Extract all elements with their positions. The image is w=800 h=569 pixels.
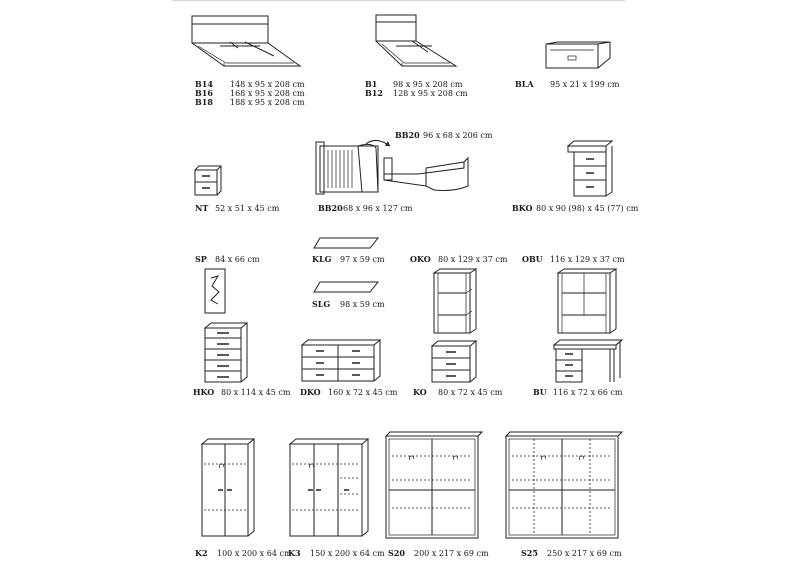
dim-bu: 116 x 72 x 66 cm [553, 388, 623, 397]
code-klg: KLG [312, 254, 332, 264]
wardrobe-icon [200, 438, 256, 538]
picture-icon [204, 268, 226, 314]
code-b1: B1 [365, 79, 378, 89]
code-b14: B14 [195, 79, 213, 89]
shelf-board-klg-icon [312, 236, 380, 250]
dim-b16: 168 x 95 x 208 cm [230, 89, 305, 98]
code-sp: SP [195, 254, 207, 264]
label-b18: B18 188 x 95 x 208 cm [195, 97, 305, 108]
dim-s25: 250 x 217 x 69 cm [547, 549, 622, 558]
dim-ko: 80 x 72 x 45 cm [438, 388, 503, 397]
dim-sp: 84 x 66 cm [215, 255, 260, 264]
code-nt: NT [195, 203, 209, 213]
chest-small-icon [430, 340, 478, 384]
bed-large-icon [190, 8, 302, 68]
dim-b14: 148 x 95 x 208 cm [230, 80, 305, 89]
dim-b1: 98 x 95 x 208 cm [393, 80, 463, 89]
label-dko: DKO 160 x 72 x 45 cm [300, 387, 398, 398]
code-bko: BKO [512, 203, 533, 213]
label-s25: S25 250 x 217 x 69 cm [521, 548, 622, 559]
label-k3: K3 150 x 200 x 64 cm [288, 548, 385, 559]
label-bla: BLA 95 x 21 x 199 cm [515, 79, 620, 90]
label-hko: HKO 80 x 114 x 45 cm [193, 387, 291, 398]
label-s20: S20 200 x 217 x 69 cm [388, 548, 489, 559]
dim-oko: 80 x 129 x 37 cm [438, 255, 508, 264]
code-bla: BLA [515, 79, 534, 89]
dim-bla: 95 x 21 x 199 cm [550, 80, 620, 89]
sliding-wardrobe-icon [384, 430, 484, 540]
code-k3: K3 [288, 548, 301, 558]
code-b12: B12 [365, 88, 383, 98]
wardrobe-3door-icon [288, 438, 370, 538]
changing-dresser-icon [566, 140, 614, 198]
code-slg: SLG [312, 299, 331, 309]
code-k2: K2 [195, 548, 208, 558]
label-obu: OBU 116 x 129 x 37 cm [522, 254, 625, 265]
top-divider [172, 0, 625, 1]
bed-drawer-icon [540, 40, 612, 72]
open-shelf-wide-icon [556, 267, 618, 335]
label-ko: KO 80 x 72 x 45 cm [413, 387, 503, 398]
label-bu: BU 116 x 72 x 66 cm [533, 387, 623, 398]
desk-icon [552, 338, 624, 384]
dim-dko: 160 x 72 x 45 cm [328, 388, 398, 397]
code-dko: DKO [300, 387, 321, 397]
dim-s20: 200 x 217 x 69 cm [414, 549, 489, 558]
label-bb20: BB2068 x 96 x 127 cm [318, 203, 413, 214]
code-b18: B18 [195, 97, 213, 107]
label-slg: SLG 98 x 59 cm [312, 299, 385, 310]
code-hko: HKO [193, 387, 215, 397]
label-b14: B14 148 x 95 x 208 cm [195, 79, 305, 90]
code-b16: B16 [195, 88, 213, 98]
shelf-board-slg-icon [312, 280, 380, 294]
dim-bb20: 68 x 96 x 127 cm [343, 204, 413, 213]
chest-icon [203, 322, 249, 384]
code-s25: S25 [521, 548, 538, 558]
label-k2: K2 100 x 200 x 64 cm [195, 548, 292, 559]
sliding-wardrobe-wide-icon [504, 430, 624, 540]
dim-k3: 150 x 200 x 64 cm [310, 549, 385, 558]
dim-bko: 80 x 90 (98) x 45 (77) cm [536, 204, 639, 213]
code-bb20-top: BB20 [395, 130, 420, 140]
dim-hko: 80 x 114 x 45 cm [221, 388, 291, 397]
label-b1: B1 98 x 95 x 208 cm [365, 79, 463, 90]
dim-nt: 52 x 51 x 45 cm [215, 204, 280, 213]
open-shelf-icon [432, 267, 478, 335]
dim-klg: 97 x 59 cm [340, 255, 385, 264]
label-b12: B12 128 x 95 x 208 cm [365, 88, 468, 99]
dim-slg: 98 x 59 cm [340, 300, 385, 309]
label-klg: KLG 97 x 59 cm [312, 254, 385, 265]
code-ko: KO [413, 387, 427, 397]
label-nt: NT 52 x 51 x 45 cm [195, 203, 280, 214]
dim-b18: 188 x 95 x 208 cm [230, 98, 305, 107]
code-bu: BU [533, 387, 547, 397]
dim-k2: 100 x 200 x 64 cm [217, 549, 292, 558]
nightstand-icon [193, 165, 223, 197]
code-bb20: BB20 [318, 203, 343, 213]
dim-b12: 128 x 95 x 208 cm [393, 89, 468, 98]
label-oko: OKO 80 x 129 x 37 cm [410, 254, 508, 265]
code-oko: OKO [410, 254, 431, 264]
cot-icon [314, 138, 472, 198]
dim-obu: 116 x 129 x 37 cm [550, 255, 625, 264]
label-b16: B16 168 x 95 x 208 cm [195, 88, 305, 99]
code-obu: OBU [522, 254, 543, 264]
code-s20: S20 [388, 548, 405, 558]
label-sp: SP 84 x 66 cm [195, 254, 260, 265]
dim-bb20-top: 96 x 68 x 206 cm [423, 131, 493, 140]
bed-single-icon [372, 10, 458, 68]
dresser-icon [300, 338, 382, 384]
